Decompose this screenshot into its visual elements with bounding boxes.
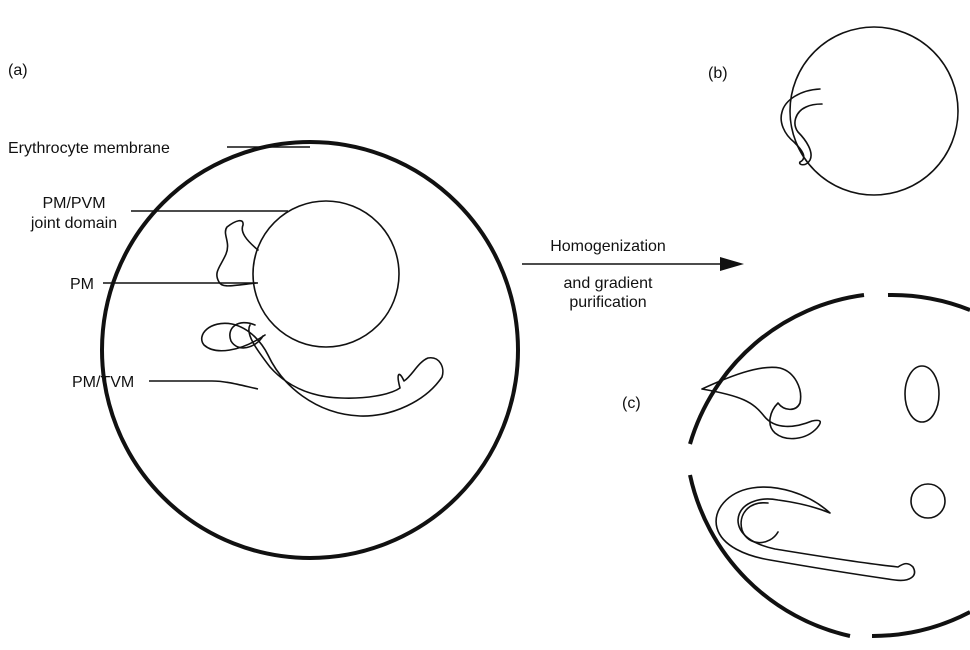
leader-pm-tvm: [149, 381, 258, 389]
tubovesicular-membrane: [202, 323, 443, 416]
label-pm: PM: [70, 276, 94, 293]
tvm-inner-loop: [230, 323, 263, 348]
arrow-label-top: Homogenization: [550, 238, 666, 255]
ghost-membrane-upper-left: [690, 295, 864, 444]
erythrocyte-ghost: [690, 295, 970, 636]
panel-label-b: (b): [708, 65, 728, 82]
panel-label-a: (a): [8, 62, 28, 79]
process-arrow: [522, 257, 744, 271]
isolated-parasite: [781, 27, 958, 195]
label-pm-pvm-line2: joint domain: [30, 215, 117, 232]
label-pm-tvm: PM/TVM: [72, 374, 134, 391]
parasite-pvm-circle: [253, 201, 399, 347]
tvm-hook-fragment: [716, 487, 914, 580]
label-pm-pvm-line1: PM/PVM: [42, 195, 105, 212]
isolated-parasite-circle: [790, 27, 958, 195]
vesicle-right: [911, 484, 945, 518]
erythrocyte-membrane-outline: [102, 142, 518, 558]
vesicle-upper-right: [905, 366, 939, 422]
arrow-label-bottom-1: and gradient: [564, 275, 654, 292]
arrow-head: [720, 257, 744, 271]
label-erythrocyte-membrane: Erythrocyte membrane: [8, 140, 170, 157]
panel-label-c: (c): [622, 395, 641, 412]
tvm-flap-fragment: [702, 367, 820, 438]
infected-erythrocyte: [102, 142, 518, 558]
tvm-inner-curl: [741, 503, 778, 543]
arrow-label-bottom-2: purification: [569, 294, 646, 311]
ghost-membrane-upper-right: [888, 295, 970, 310]
pm-protrusion: [217, 221, 258, 286]
ghost-membrane-lower-right: [872, 612, 970, 636]
